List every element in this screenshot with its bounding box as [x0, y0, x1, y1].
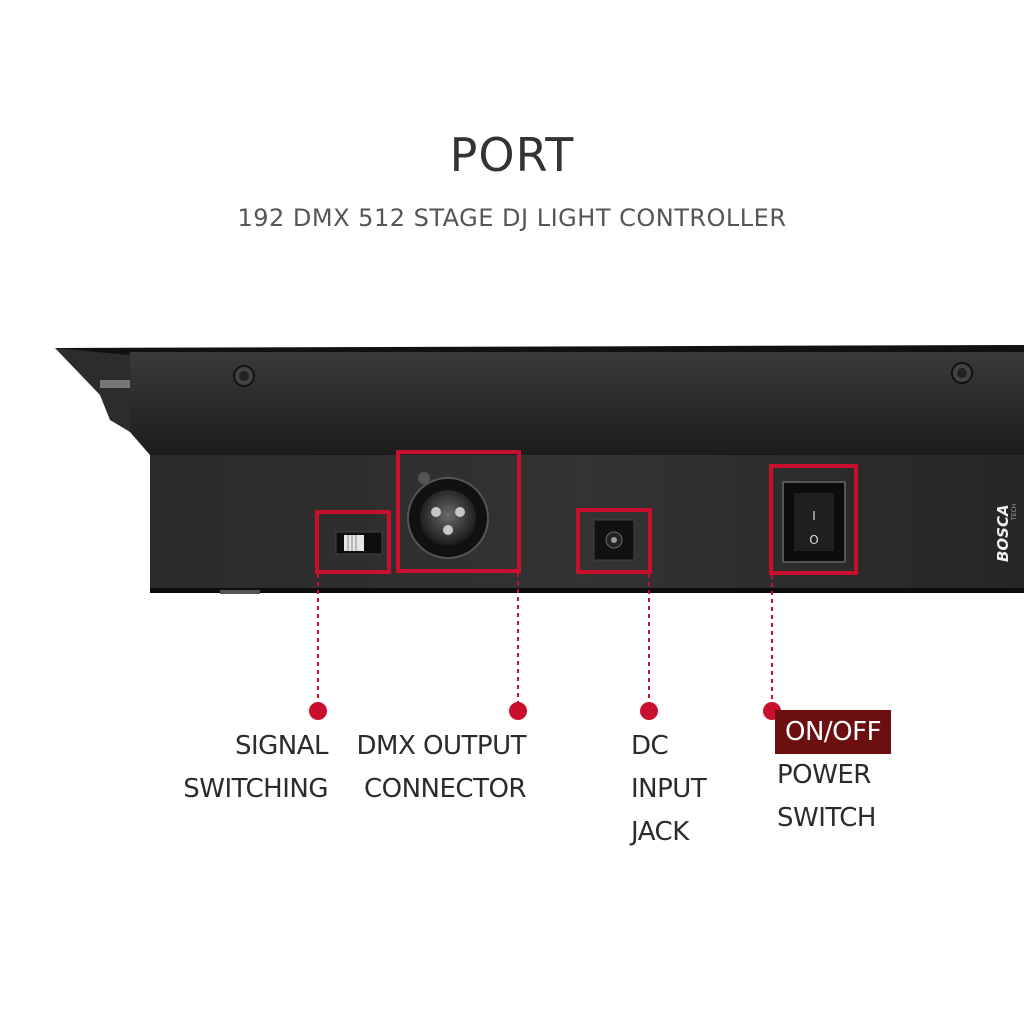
signal-switch — [335, 531, 383, 555]
controller-rear-panel: I O BOSCA TECH — [55, 345, 1024, 594]
label-signal-switching: SIGNAL SWITCHING — [183, 731, 328, 804]
brand-logo-sub: TECH — [1011, 504, 1018, 521]
callout-dot — [640, 702, 658, 720]
callout-box-power — [769, 464, 858, 575]
screw-icon — [233, 365, 255, 387]
callout-box-dmx — [396, 450, 521, 573]
device-front-panel — [150, 455, 1024, 590]
dc-jack — [593, 519, 635, 561]
brand-logo: BOSCA — [994, 504, 1012, 562]
screw-icon — [951, 362, 973, 384]
callout-box-dc — [576, 508, 652, 574]
callout-box-signal — [315, 510, 391, 574]
label-dc-input: DC INPUT JACK — [631, 731, 707, 847]
label-power-switch: ON/OFF POWER SWITCH — [775, 710, 892, 840]
callout-dot — [309, 702, 327, 720]
power-switch: I O — [782, 481, 846, 563]
device-lid — [55, 345, 1024, 455]
callout-dot — [509, 702, 527, 720]
page-subtitle: 192 DMX 512 STAGE DJ LIGHT CONTROLLER — [237, 204, 787, 232]
xlr-connector — [407, 472, 489, 559]
power-off-mark: O — [809, 533, 818, 547]
power-on-mark: I — [812, 509, 816, 523]
page-title: PORT — [449, 128, 575, 182]
on-off-badge: ON/OFF — [775, 710, 892, 754]
label-dmx-output: DMX OUTPUT CONNECTOR — [356, 731, 527, 804]
